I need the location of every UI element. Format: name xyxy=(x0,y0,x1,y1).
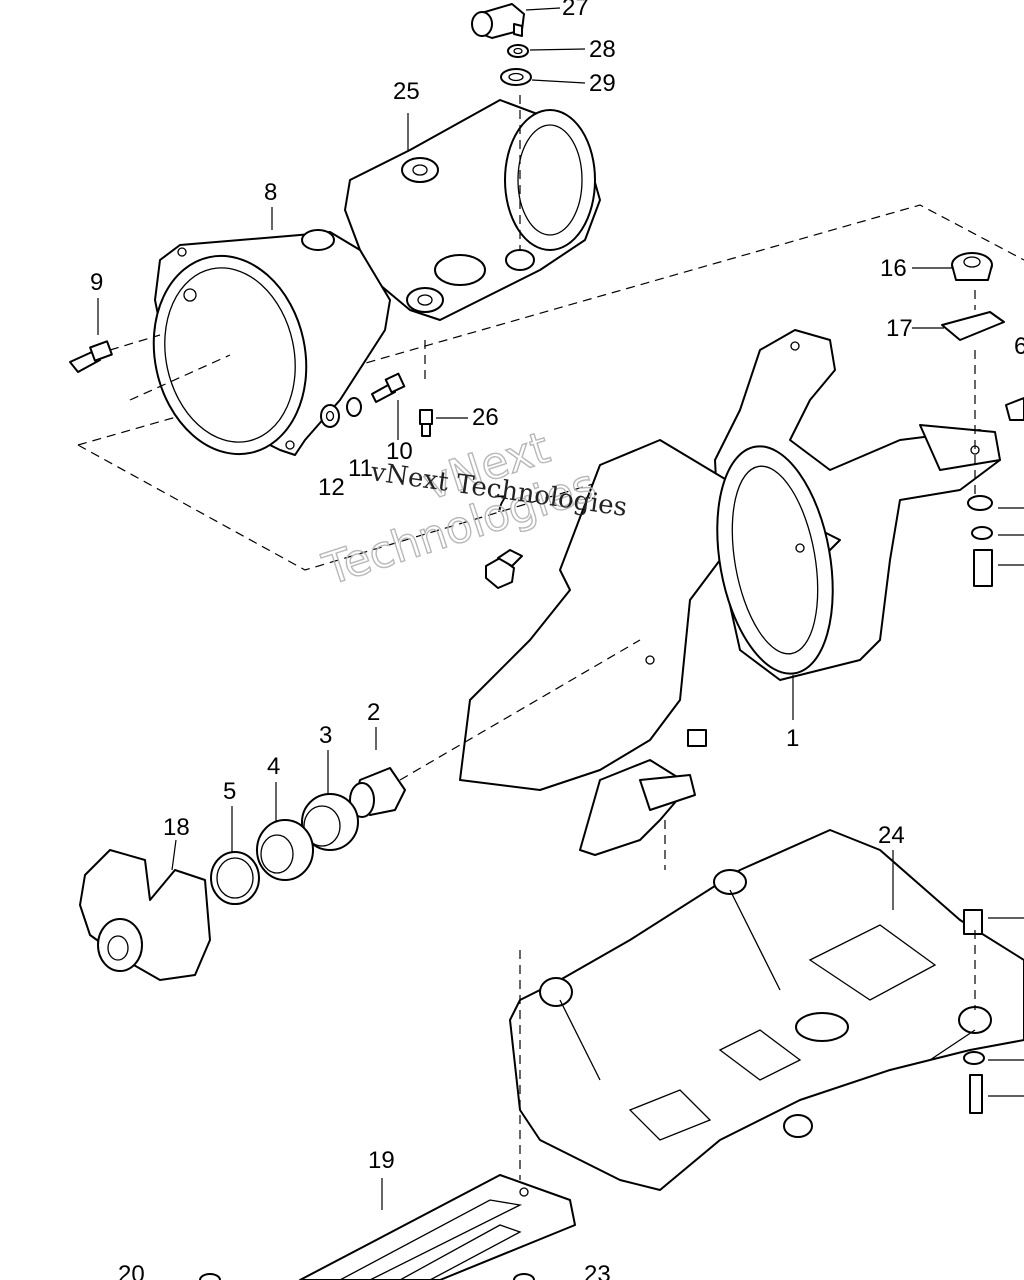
part-16-cap xyxy=(951,252,993,281)
part-12-washer xyxy=(320,404,340,428)
part-7-fitting xyxy=(485,549,523,589)
callout-28: 28 xyxy=(589,36,616,63)
part-27-elbow-fitting xyxy=(471,3,525,39)
callout-4: 4 xyxy=(267,753,280,780)
callout-9: 9 xyxy=(90,269,103,296)
part-23-partial xyxy=(513,1273,535,1280)
part-26-bolt xyxy=(419,409,433,437)
part-25-stator-housing xyxy=(344,99,601,321)
callout-leaders xyxy=(97,7,1024,1210)
callout-12: 12 xyxy=(318,474,345,501)
part-28-washer xyxy=(507,44,529,58)
callout-16: 16 xyxy=(880,255,907,282)
part-24-ride-plate xyxy=(509,829,1024,1191)
callout-18: 18 xyxy=(163,814,190,841)
part-9-bolt xyxy=(69,340,113,373)
part-10-bolt xyxy=(371,372,406,403)
part-8-nozzle xyxy=(152,229,391,456)
assembly-guide-lines xyxy=(109,95,976,1180)
part-3-bearing xyxy=(301,793,359,851)
callout-labels: 27 28 29 25 8 9 16 17 6 26 10 11 12 7 1 … xyxy=(90,0,1024,1280)
callout-29: 29 xyxy=(589,70,616,97)
part-24-fasteners xyxy=(963,909,985,1114)
part-11-washer xyxy=(346,397,362,417)
callout-23: 23 xyxy=(584,1261,611,1280)
callout-26: 26 xyxy=(472,404,499,431)
callout-24: 24 xyxy=(878,822,905,849)
part-2-sleeve xyxy=(349,767,406,818)
callout-11: 11 xyxy=(348,455,373,482)
callout-5: 5 xyxy=(223,778,236,805)
part-5-circlip xyxy=(210,851,260,905)
part-17-clip xyxy=(941,311,1005,341)
callout-1: 1 xyxy=(786,725,799,752)
callout-17: 17 xyxy=(886,315,913,342)
part-20-partial xyxy=(199,1273,221,1280)
callout-25: 25 xyxy=(393,78,420,105)
callout-19: 19 xyxy=(368,1147,395,1174)
callout-6: 6 xyxy=(1014,333,1024,360)
part-4-bearing xyxy=(256,819,314,881)
callout-2: 2 xyxy=(367,699,380,726)
part-1-side-fasteners xyxy=(967,397,1024,587)
callout-10: 10 xyxy=(386,438,413,465)
part-1-pump-housing xyxy=(459,329,1001,856)
part-19-intake-grate xyxy=(299,1174,576,1280)
callout-20: 20 xyxy=(118,1261,145,1280)
part-29-washer xyxy=(500,68,532,86)
callout-27: 27 xyxy=(562,0,589,21)
part-18-impeller xyxy=(79,849,211,981)
callout-3: 3 xyxy=(319,722,332,749)
callout-7: 7 xyxy=(494,491,507,518)
callout-8: 8 xyxy=(264,179,277,206)
